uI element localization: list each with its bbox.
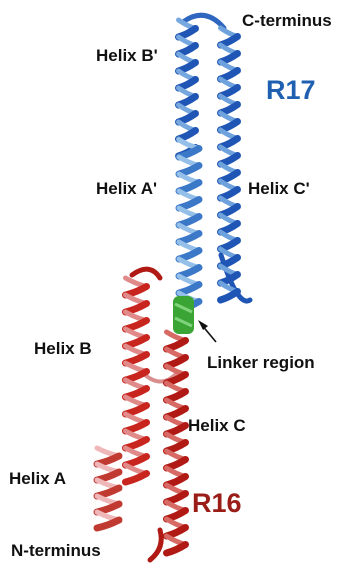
label-r16: R16 <box>192 490 242 517</box>
label-helix-c-prime: Helix C' <box>248 180 310 197</box>
label-helix-a-prime: Helix A' <box>96 180 157 197</box>
helix-turn-front <box>167 511 186 520</box>
helix-turn-front <box>167 409 186 418</box>
helix-turn-front <box>126 389 147 398</box>
helix-turn-front <box>126 406 147 415</box>
helix-turn-front <box>167 341 186 350</box>
linker-arrow-head <box>198 320 208 330</box>
helix-b-ribbon <box>126 278 147 482</box>
label-r17: R17 <box>266 77 316 104</box>
helix-turn-front <box>167 392 186 401</box>
helix-turn-front <box>179 183 199 192</box>
label-helix-c: Helix C <box>188 417 246 434</box>
helix-turn-front <box>97 472 119 480</box>
helix-turn-front <box>97 520 119 528</box>
helix-turn-front <box>179 268 199 277</box>
helix-turn-front <box>126 474 147 483</box>
helix-turn-front <box>126 321 147 330</box>
helix-turn-front <box>167 460 186 469</box>
helix-turn-front <box>126 457 147 466</box>
helix-a-ribbon <box>97 448 119 528</box>
label-helix-b: Helix B <box>34 340 92 357</box>
helix-turn-front <box>126 287 147 296</box>
helix-turn-front <box>97 504 119 512</box>
loop-a-b <box>132 269 160 278</box>
label-helix-b-prime: Helix B' <box>96 47 158 64</box>
helix-turn-front <box>126 355 147 364</box>
helix-turn-front <box>179 285 199 294</box>
helix-turn-front <box>167 494 186 503</box>
helix-turn-front <box>126 304 147 313</box>
helix-turn-front <box>167 426 186 435</box>
helix-a-prime-ribbon <box>179 140 199 310</box>
label-n-terminus: N-terminus <box>11 542 101 559</box>
helix-turn-front <box>167 545 186 554</box>
helix-turn-front <box>97 488 119 496</box>
label-c-terminus: C-terminus <box>242 12 332 29</box>
helix-turn-front <box>126 423 147 432</box>
helix-turn-front <box>179 251 199 260</box>
helix-turn-front <box>167 528 186 537</box>
helix-turn-front <box>97 456 119 464</box>
helix-turn-front <box>126 372 147 381</box>
label-helix-a: Helix A <box>9 470 66 487</box>
helix-c-ribbon <box>167 332 186 553</box>
helix-turn-front <box>167 477 186 486</box>
helix-turn-front <box>167 358 186 367</box>
helix-turn-front <box>126 440 147 449</box>
label-linker-region: Linker region <box>207 354 315 371</box>
linker-ribbon <box>173 296 194 334</box>
helix-b-prime-ribbon <box>179 20 196 156</box>
helix-turn-front <box>179 166 199 175</box>
helix-turn-front <box>126 338 147 347</box>
helix-turn-front <box>179 217 199 226</box>
helix-turn-front <box>167 443 186 452</box>
helix-turn-front <box>167 375 186 384</box>
helix-turn-front <box>179 234 199 243</box>
helix-turn-front <box>179 200 199 209</box>
n-terminus-tail <box>150 530 161 560</box>
helix-turn-front <box>221 292 238 301</box>
